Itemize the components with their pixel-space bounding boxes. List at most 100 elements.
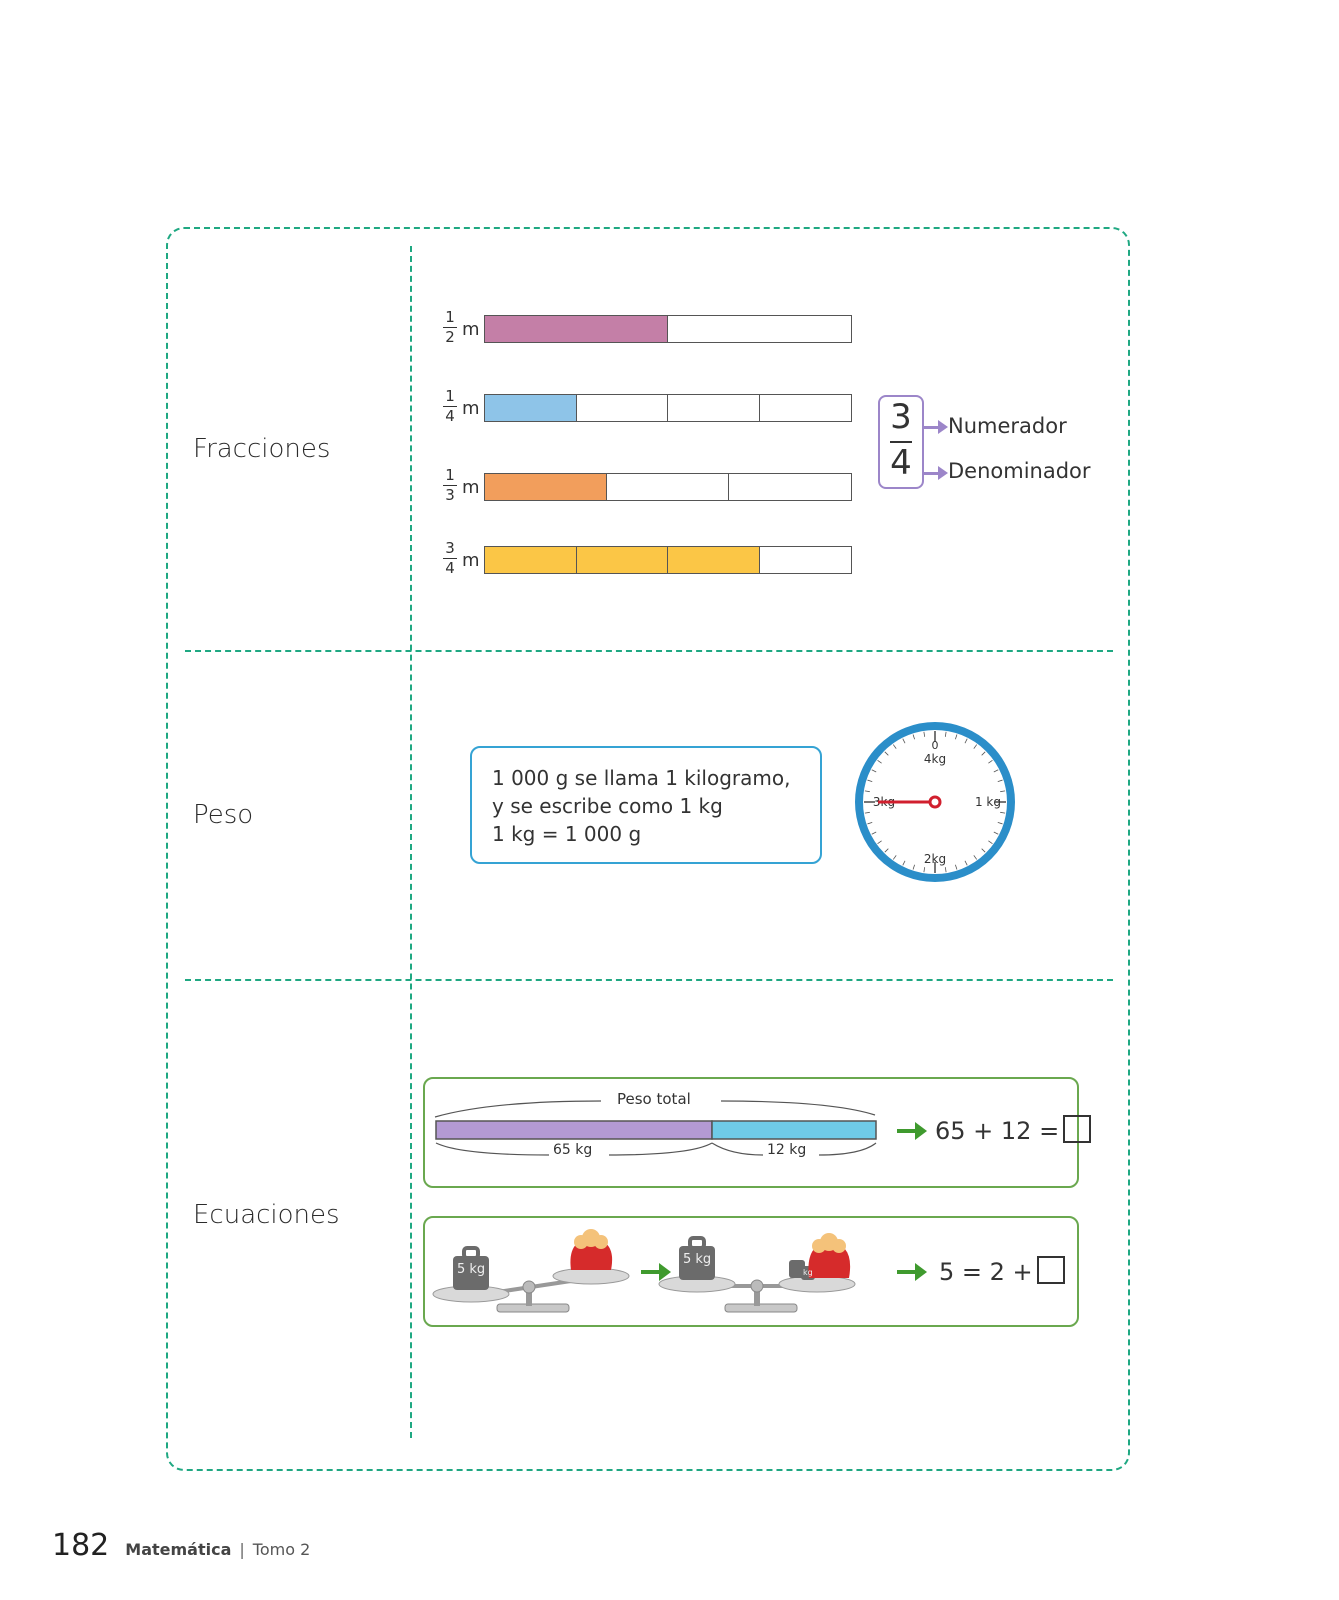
numerator-label: Numerador [948, 414, 1067, 438]
dial-tick [964, 860, 968, 866]
scale-1-weight-label: 5 kg [457, 1262, 486, 1277]
dial-tick [884, 848, 889, 853]
equation-2-blank [1036, 1256, 1065, 1284]
section-label-ecuaciones: Ecuaciones [193, 1200, 340, 1230]
numerator-arrow-icon [922, 420, 948, 434]
dial-tick [864, 790, 870, 793]
balance-scale-1-icon [432, 1229, 630, 1313]
dial-pivot [928, 795, 942, 809]
fraction-strip [484, 473, 852, 501]
fraction-unit: m [462, 319, 480, 340]
fraction-strip [484, 546, 852, 574]
fraction-label-numerator: 1 [445, 466, 455, 484]
balance-scales [432, 1229, 856, 1313]
fraction-strip [484, 394, 852, 422]
fraction-segment-filled [485, 316, 668, 342]
balance-scale-2-icon [658, 1233, 856, 1313]
equation-2-text: 5 = 2 + [939, 1258, 1033, 1286]
dial-tick [981, 848, 986, 853]
row-divider-2 [185, 979, 1113, 981]
fraction-label-denominator: 4 [445, 407, 455, 425]
dial-tick [884, 751, 889, 756]
dial-tick [902, 738, 906, 744]
dial-ticks [864, 731, 1006, 873]
equation-2: 5 = 2 + [939, 1256, 1065, 1286]
fraction-segment-empty [759, 395, 851, 421]
fraction-label-denominator: 2 [445, 328, 455, 346]
tape-total-label: Peso total [617, 1090, 691, 1108]
arrow-right-icon [641, 1263, 671, 1281]
dial-tick [1000, 811, 1006, 814]
dial-tick [923, 867, 926, 873]
dial-tick [902, 860, 906, 866]
dial-tick [892, 855, 897, 860]
fraction-segment-empty [759, 547, 851, 573]
dial-tick [871, 831, 877, 835]
dial-tick [912, 734, 915, 740]
book-title: Matemática [125, 1540, 232, 1559]
scale-2-weight-label: 5 kg [683, 1252, 712, 1267]
tape-part-65 [435, 1120, 713, 1140]
scale-2-small-weight-label: kg [803, 1268, 813, 1277]
dial-tick [988, 759, 993, 764]
dial-tick [877, 840, 882, 845]
dial-tick [973, 855, 978, 860]
fraction-segment-filled [668, 547, 760, 573]
fraction-segment-empty [729, 474, 851, 500]
fraction-segment-filled [485, 547, 577, 573]
dial-label-zero: 0 [932, 739, 939, 752]
kilogram-info-line-2: y se escribe como 1 kg [492, 794, 723, 818]
fraction-bar [890, 441, 912, 443]
dial-tick [993, 769, 999, 773]
dial-tick [1000, 790, 1006, 793]
dial-tick [912, 864, 915, 870]
dial-tick [988, 840, 993, 845]
dial-tick [923, 731, 926, 737]
dial-label-right: 1 kg [975, 795, 1001, 809]
dial-tick [867, 779, 873, 782]
balance-scale-box: 5 kg 5 kg kg 5 = 2 + [423, 1216, 1079, 1327]
dial-tick [877, 759, 882, 764]
dial-tick [955, 864, 958, 870]
dial-tick [997, 779, 1003, 782]
fraction-denominator: 4 [890, 443, 912, 483]
dial-tick [867, 822, 873, 825]
fraction-segment-empty [668, 316, 851, 342]
dial-tick [964, 738, 968, 744]
arrow-right-icon [897, 1122, 927, 1140]
dial-tick [997, 822, 1003, 825]
fraction-segment-empty [668, 395, 760, 421]
fraction-unit: m [462, 398, 480, 419]
fraction-segment-empty [576, 395, 668, 421]
kilogram-info-line-3: 1 kg = 1 000 g [492, 822, 642, 846]
tape-part-12 [711, 1120, 877, 1140]
equation-1-blank [1063, 1115, 1092, 1143]
arrow-right-icon [897, 1263, 927, 1281]
fraction-parts-box: 3 4 [878, 395, 924, 489]
dial-tick [944, 731, 947, 737]
scale-dial-icon: 0 4kg 1 kg 2kg 3kg [855, 722, 1015, 882]
footer-separator: | [239, 1540, 245, 1559]
dial-tick [944, 867, 947, 873]
denominator-label: Denominador [948, 459, 1091, 483]
equation-1-text: 65 + 12 = [935, 1117, 1060, 1145]
summary-frame [166, 227, 1130, 1471]
dial-label-bottom: 2kg [924, 852, 946, 866]
row-divider-1 [185, 650, 1113, 652]
fraction-label-denominator: 3 [445, 486, 455, 504]
fraction-strip [484, 315, 852, 343]
denominator-arrow-icon [922, 466, 948, 480]
volume-label: Tomo 2 [252, 1540, 311, 1559]
fraction-segment-empty [607, 474, 729, 500]
column-divider [410, 246, 412, 1438]
fraction-label-numerator: 3 [445, 539, 455, 557]
fraction-numerator: 3 [890, 397, 912, 437]
fraction-unit: m [462, 477, 480, 498]
kilogram-info-box: 1 000 g se llama 1 kilogramo, y se escri… [470, 746, 822, 864]
dial-label-top: 4kg [924, 752, 946, 766]
